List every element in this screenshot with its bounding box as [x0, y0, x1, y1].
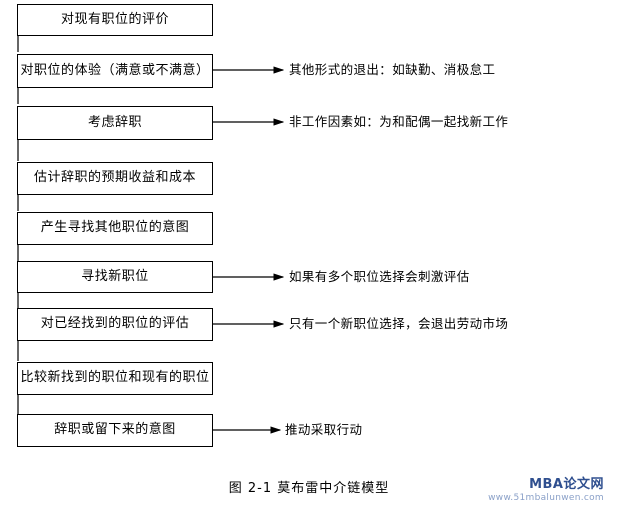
side-label-other-withdrawal: 其他形式的退出：如缺勤、消极怠工: [289, 62, 496, 77]
side-label-drive-action: 推动采取行动: [285, 422, 363, 437]
flow-node-consider-quitting: 考虑辞职: [17, 106, 213, 140]
flow-node-evaluate-found-job: 对已经找到的职位的评估: [17, 308, 213, 341]
flow-node-label: 对现有职位的评价: [60, 11, 169, 27]
flow-node-compare-jobs: 比较新找到的职位和现有的职位: [17, 362, 213, 395]
watermark: MBA论文网 www.51mbalunwen.com: [488, 473, 604, 503]
flow-node-label: 寻找新职位: [81, 268, 149, 284]
flow-node-label: 辞职或留下来的意图: [54, 422, 176, 438]
flow-node-label: 比较新找到的职位和现有的职位: [20, 370, 210, 386]
flow-node-evaluate-current-job: 对现有职位的评价: [17, 4, 213, 36]
flow-node-label: 考虑辞职: [87, 114, 142, 130]
flow-node-estimate-cost-benefit: 估计辞职的预期收益和成本: [17, 162, 213, 195]
side-label-multiple-offers: 如果有多个职位选择会刺激评估: [289, 269, 470, 284]
flow-node-label: 对职位的体验（满意或不满意）: [20, 62, 210, 78]
flow-node-intent-to-search: 产生寻找其他职位的意图: [17, 212, 213, 245]
flow-node-job-experience: 对职位的体验（满意或不满意）: [17, 54, 213, 88]
side-label-nonwork-factors: 非工作因素如：为和配偶一起找新工作: [289, 114, 509, 129]
side-label-single-offer: 只有一个新职位选择，会退出劳动市场: [289, 316, 509, 331]
flow-node-label: 产生寻找其他职位的意图: [40, 220, 190, 236]
flow-node-label: 估计辞职的预期收益和成本: [33, 170, 196, 186]
figure-caption: 图 2-1 莫布雷中介链模型: [228, 481, 390, 496]
watermark-title: MBA论文网: [529, 477, 604, 492]
flow-node-intent-to-quit-or-stay: 辞职或留下来的意图: [17, 414, 213, 447]
flow-node-search-new-job: 寻找新职位: [17, 261, 213, 293]
watermark-url: www.51mbalunwen.com: [488, 493, 604, 503]
flow-node-label: 对已经找到的职位的评估: [40, 316, 190, 332]
